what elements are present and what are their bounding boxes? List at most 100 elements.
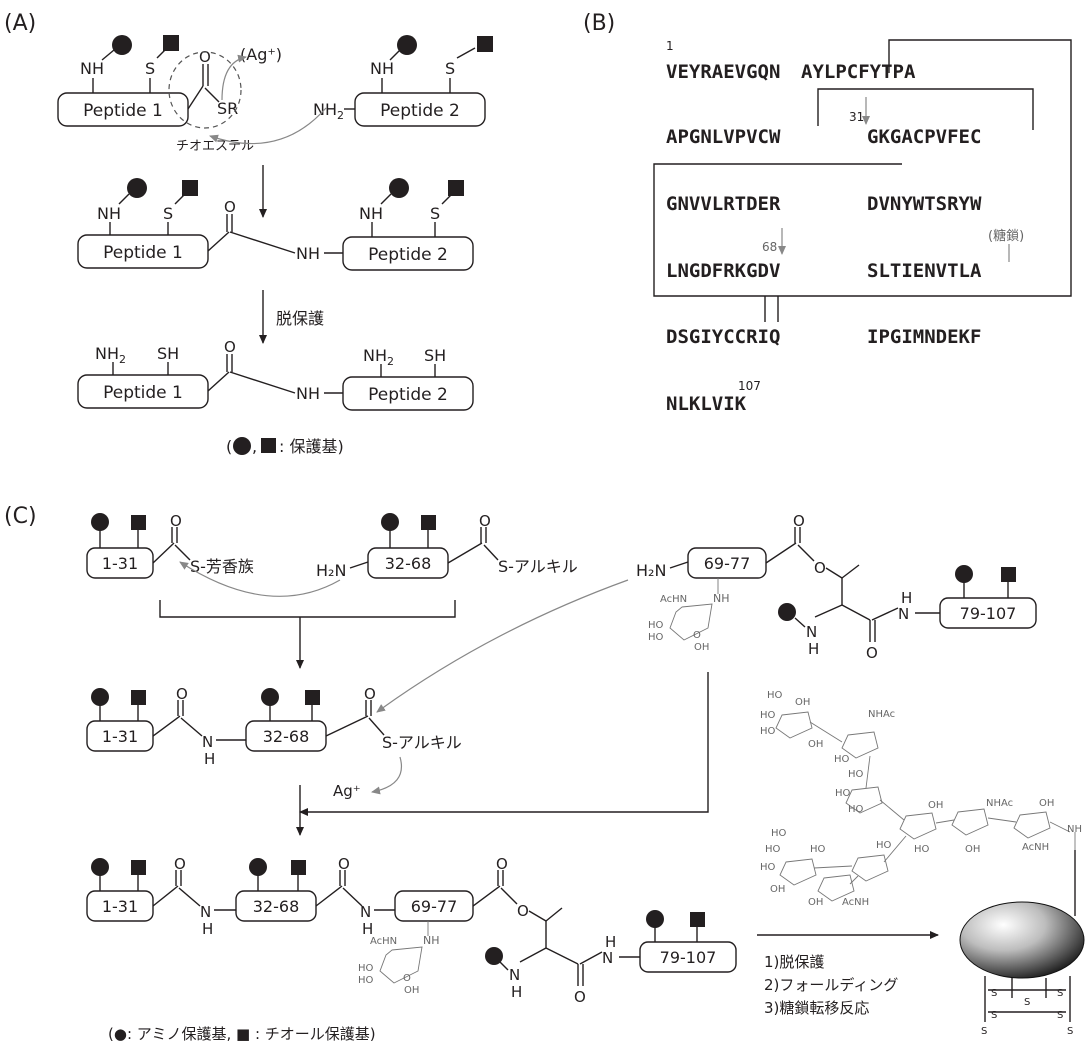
- glyco-achn-label-1: AcHN: [660, 594, 687, 605]
- disulfide-s-4: S: [991, 1010, 997, 1021]
- glycan-nhac-2: NHAc: [986, 798, 1013, 809]
- seq-row6-a: NLKLVIK: [666, 393, 747, 415]
- legend-comma: ,: [252, 437, 257, 456]
- glycan-ho-8: HO: [914, 844, 930, 855]
- residue-number-107: 107: [738, 379, 761, 393]
- fragment-32-68-alkyl-thioester: H₂N 32-68 O S-アルキル: [179, 512, 578, 597]
- seq-row5-a: DSGIYCCRIQ: [666, 326, 780, 348]
- fragment-1-31-aryl-thioester: 1-31 O S-芳香族: [86, 512, 254, 579]
- o-label-c2: O: [479, 512, 491, 530]
- frag-32-68-label-3: 32-68: [253, 897, 300, 916]
- thiol-protecting-group-square: [163, 35, 179, 51]
- amine-label: NH2: [313, 100, 344, 122]
- disulfide-line-inner: [817, 88, 1034, 130]
- glycan-ho-5: HO: [848, 769, 864, 780]
- glycan-nh-1: NH: [1067, 824, 1082, 835]
- panel-c: (C) 1-31 O S-芳香族 H₂N 32-68: [4, 504, 1085, 1043]
- glycan-oh-7: OH: [808, 897, 823, 908]
- complex-glycan-structure: HO OH HO HO OH NHAc HO HO HO HO OH HO NH…: [760, 690, 1082, 908]
- h-label-5: H: [362, 920, 373, 938]
- panel-a-legend: ( , : 保護基): [226, 437, 344, 456]
- glycan-ho-6: HO: [835, 788, 851, 799]
- peptide1-label-3: Peptide 1: [103, 383, 183, 403]
- disulfide-s-5: S: [1057, 1010, 1063, 1021]
- glycan-ho-9: HO: [771, 828, 787, 839]
- glycan-oh-1: OH: [795, 697, 810, 708]
- legend-open-paren: (: [226, 437, 232, 456]
- thioester-highlight-circle: [168, 51, 242, 129]
- frag-69-77-label-2: 69-77: [411, 897, 458, 916]
- sr-label: SR: [217, 99, 238, 118]
- silver-ion-label-c: Ag⁺: [333, 782, 361, 800]
- step3-label: 3)糖鎖転移反応: [764, 999, 869, 1017]
- disulfide-s-7: S: [1067, 1026, 1073, 1037]
- residue-number-68: 68: [762, 240, 777, 254]
- amide-o-label: O: [224, 198, 236, 216]
- peptide1-label-2: Peptide 1: [103, 243, 183, 263]
- glycan-site-label: (糖鎖): [988, 228, 1024, 244]
- frag-1-31-label-3: 1-31: [102, 897, 138, 916]
- glycan-ho-3: HO: [760, 726, 776, 737]
- peptide1-label: Peptide 1: [83, 101, 163, 121]
- glycan-acnh-2: AcNH: [842, 897, 869, 908]
- nh-label: NH: [80, 59, 104, 78]
- glycan-oh-2: OH: [808, 739, 823, 750]
- peptide1-box: [57, 92, 189, 127]
- o-label-c8: O: [338, 855, 350, 873]
- h-label-3: H: [204, 750, 215, 768]
- frag-69-77-label: 69-77: [704, 554, 751, 573]
- h-label-2: H: [901, 589, 912, 607]
- glyco-ho-2: HO: [648, 632, 664, 643]
- carbonyl-o: O: [199, 48, 211, 66]
- amide-nh-label-2: NH: [296, 384, 320, 403]
- glycan-oh-6: OH: [770, 884, 785, 895]
- h-label-1: H: [808, 640, 819, 658]
- frag-32-68-label: 32-68: [385, 554, 432, 573]
- amide-o-label-2: O: [224, 338, 236, 356]
- o-label-c4: O: [866, 644, 878, 662]
- glyco-ho-3: HO: [358, 963, 374, 974]
- panel-c-label: (C): [4, 504, 37, 529]
- full-protected-glycopeptide: 1-31 O N H 32-68 O N H: [86, 855, 737, 1006]
- thiol-protecting-group-square-2: [477, 36, 493, 52]
- seq-row3-b: DVNYWTSRYW: [867, 193, 982, 215]
- seq-row5-b: IPGIMNDEKF: [867, 326, 981, 348]
- ligated-protected-peptide: Peptide 1 NH S O NH Peptide 2 NH S: [77, 178, 474, 271]
- glyco-ho-4: HO: [358, 975, 374, 986]
- merge-arrow-right: [299, 672, 709, 816]
- folded-glycoprotein: S S S S S S S: [959, 850, 1085, 1037]
- glycan-ho-2: HO: [760, 710, 776, 721]
- h2n-label-1: H₂N: [316, 561, 346, 580]
- merge-bracket: [159, 600, 456, 618]
- n-label-1: N: [806, 623, 817, 641]
- glycan-ho-12: HO: [810, 844, 826, 855]
- glycan-ho-1: HO: [767, 690, 783, 701]
- fragment-1-68-alkyl-thioester: 1-31 O N H 32-68 O S-アルキル: [86, 579, 629, 800]
- nh-label-2: NH: [370, 59, 394, 78]
- s-label-2: S: [445, 59, 455, 78]
- peptide2-label: Peptide 2: [380, 101, 460, 121]
- peptide2-n-terminal-amine: Peptide 2 NH S NH2: [209, 35, 493, 145]
- o-label-c3: O: [793, 512, 805, 530]
- panel-b: (B) 1 VEYRAEVGQN AYLPCFYTPA 31 APGNLVPVC…: [583, 11, 1072, 415]
- glycan-nhac-1: NHAc: [868, 709, 895, 720]
- n-label-3: N: [202, 733, 213, 751]
- peptide2-label-3: Peptide 2: [368, 385, 448, 405]
- o-label-c9: O: [496, 855, 508, 873]
- peptide1-protected-thioester: Peptide 1 NH S O SR (Ag⁺) チオエステル: [57, 35, 282, 154]
- residue-number-31: 31: [849, 110, 864, 124]
- frag-32-68-label-2: 32-68: [263, 727, 310, 746]
- s-alkyl-label-1: S-アルキル: [498, 557, 578, 576]
- seq-row4-b: SLTIENVTLA: [867, 260, 982, 282]
- sh-label: SH: [157, 344, 179, 363]
- panel-a-label: (A): [4, 11, 36, 36]
- ring-o-label-1: O: [693, 630, 701, 641]
- o-label-c6: O: [364, 685, 376, 703]
- glyco-achn-label-2: AcHN: [370, 936, 397, 947]
- seq-row4-a: LNGDFRKGDV: [666, 260, 780, 282]
- nh2-label: NH2: [95, 344, 126, 366]
- step2-label: 2)フォールディング: [764, 976, 898, 994]
- glycan-ho-10: HO: [765, 844, 781, 855]
- frag-1-31-label-2: 1-31: [102, 727, 138, 746]
- disulfide-s-6: S: [981, 1026, 987, 1037]
